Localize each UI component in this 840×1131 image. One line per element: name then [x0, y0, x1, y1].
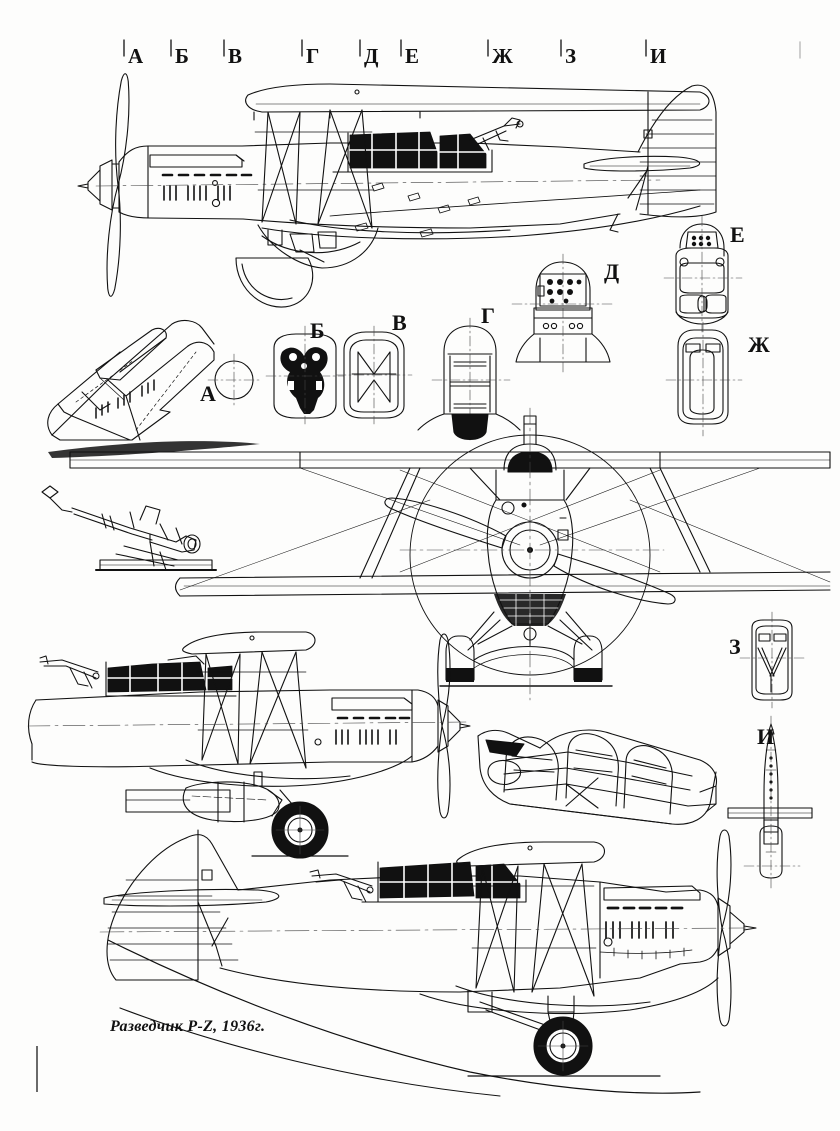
section-marker-Z: З — [565, 44, 577, 68]
left-margin-rule — [36, 1046, 38, 1092]
section-label-E: Е — [730, 222, 745, 247]
section-label-A: А — [200, 381, 216, 406]
section-marker-V: В — [228, 44, 243, 68]
section-label-I: И — [757, 724, 775, 749]
section-label-Z: З — [729, 634, 741, 659]
view-nose-isometric — [47, 319, 260, 458]
section-marker-E: Е — [405, 44, 420, 68]
view-sections-z-i — [727, 611, 813, 889]
view-canopy-framework — [477, 729, 718, 825]
view-gun-mount-detail — [41, 485, 217, 571]
section-label-B: Б — [310, 318, 325, 343]
section-marker-D: Д — [364, 44, 379, 68]
view-upper-side-elevation — [77, 72, 717, 308]
section-marker-ZH: Ж — [492, 44, 513, 68]
section-marker-G: Г — [306, 44, 320, 68]
view-lower-side-elevation — [99, 829, 757, 1097]
drawing-caption: Разведчик Р-Z, 1936г. — [110, 1018, 266, 1035]
section-marker-A: А — [128, 44, 144, 68]
section-label-D: Д — [604, 259, 620, 284]
view-front-elevation — [69, 407, 831, 701]
section-label-V: В — [392, 310, 407, 335]
section-label-ZH: Ж — [748, 332, 770, 357]
section-marker-B: Б — [175, 44, 189, 68]
view-section-diagrams — [207, 215, 743, 441]
section-marker-I: И — [650, 44, 667, 68]
view-mid-side-elevation — [27, 631, 471, 859]
section-label-G: Г — [481, 303, 495, 328]
